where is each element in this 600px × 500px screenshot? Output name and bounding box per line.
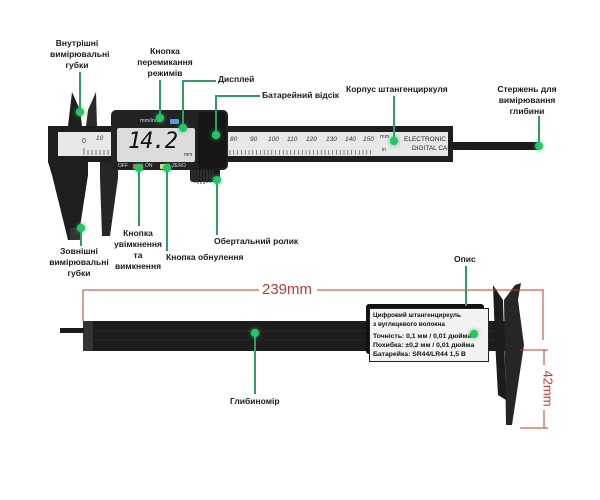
side-beam-end xyxy=(83,321,93,351)
display-value: 14.2 xyxy=(128,129,178,154)
dot-thumb-roller xyxy=(213,176,221,184)
scale-number: 80 xyxy=(230,136,238,143)
scale-number: 150 xyxy=(363,136,374,143)
off-label: OFF xyxy=(118,163,128,169)
label-body: Корпус штангенциркуля xyxy=(346,84,448,94)
mode-label: mm/inch xyxy=(140,118,161,124)
height-dimension-lines xyxy=(520,349,548,429)
inner-jaw-slider xyxy=(86,92,97,126)
label-description: Опис xyxy=(454,254,476,264)
scale-number: 10 xyxy=(96,135,104,142)
brand-line2: DIGITAL CALIPER xyxy=(412,145,467,152)
scale-number: 100 xyxy=(268,136,279,143)
leader-inner-jaws xyxy=(79,72,81,112)
on-label: ON xyxy=(145,163,153,169)
side-jaw-1 xyxy=(493,285,506,400)
dot-depth-rod xyxy=(535,142,543,150)
leader-depth-rod xyxy=(538,116,540,146)
spec-panel: Цифровий штангенциркуль з вуглецевого во… xyxy=(369,308,489,362)
height-dimension: 42mm xyxy=(540,370,556,407)
battery-cover xyxy=(198,112,226,168)
dot-outer-jaws xyxy=(77,224,85,232)
depth-rod xyxy=(453,142,539,150)
dot-zero-button xyxy=(163,164,171,172)
zero-label: ZERO xyxy=(172,163,186,169)
dot-power-button xyxy=(135,164,143,172)
dot-display xyxy=(179,124,187,132)
leader-mode-button xyxy=(159,80,161,118)
spec-title-1: Цифровий штангенциркуль xyxy=(373,312,461,319)
dot-inner-jaws xyxy=(76,108,84,116)
leader-battery-v xyxy=(215,95,217,135)
label-mode-button: Кнопка перемикання режимів xyxy=(137,46,193,78)
dot-battery xyxy=(212,131,220,139)
length-dimension-lines xyxy=(82,289,544,340)
label-inner-jaws: Внутрішні вимірювальні губки xyxy=(50,38,110,70)
leader-description xyxy=(465,266,467,306)
inner-jaw-fixed xyxy=(68,92,82,126)
scale-number: 110 xyxy=(287,136,298,143)
scale-number: 0 xyxy=(82,138,86,145)
outer-jaw-fixed xyxy=(48,162,88,240)
spec-battery: Батарейка: SR44/LR44 1,5 В xyxy=(373,351,466,358)
ruler-ticks xyxy=(83,148,109,155)
lcd-screen xyxy=(117,128,195,162)
scale-number: 140 xyxy=(345,136,356,143)
spec-error: Похибка: ±0,2 мм / 0,01 дюйма xyxy=(373,342,475,349)
leader-power-button xyxy=(138,168,140,226)
label-display: Дисплей xyxy=(218,74,255,84)
dot-description xyxy=(470,330,478,338)
leader-display-v xyxy=(182,80,184,128)
leader-outer-jaws xyxy=(80,226,82,246)
side-jaw-2 xyxy=(504,283,524,425)
leader-depth-gauge xyxy=(254,336,256,394)
scale-ticks xyxy=(229,150,371,155)
mode-button-shape xyxy=(170,119,179,124)
scale-number: 120 xyxy=(306,136,317,143)
label-zero-button: Кнопка обнулення xyxy=(166,252,244,262)
brand-line1: ELECTRONIC xyxy=(404,136,446,143)
label-power-button: Кнопка увімкнення та вимкнення xyxy=(114,228,162,271)
leader-body xyxy=(393,96,395,140)
dot-body xyxy=(390,137,398,145)
dot-depth-gauge xyxy=(251,329,259,337)
leader-battery-h xyxy=(215,95,260,97)
spec-title-2: з вуглецевого волокна xyxy=(373,321,445,328)
leader-display-h xyxy=(182,80,216,82)
scale-number: 130 xyxy=(326,136,337,143)
leader-zero-button xyxy=(166,168,168,251)
scale-unit-in: in xyxy=(382,147,386,153)
outer-jaw-tip xyxy=(70,228,80,240)
scale-unit-mm: mm xyxy=(380,134,390,140)
outer-jaw-slider xyxy=(100,162,118,236)
label-depth-gauge: Глибиномір xyxy=(230,396,280,406)
display-unit: mm xyxy=(184,152,193,158)
side-depth-tail xyxy=(60,328,84,333)
label-depth-rod: Стержень для вимірювання глибини xyxy=(497,84,557,116)
length-dimension: 239mm xyxy=(262,281,313,298)
label-outer-jaws: Зовнішні вимірювальні губки xyxy=(49,246,109,278)
leader-thumb-roller xyxy=(216,180,218,235)
label-battery: Батарейний відсік xyxy=(262,90,340,100)
spec-accuracy: Точність: 0,1 мм / 0,01 дюйма xyxy=(373,333,472,340)
dot-mode-button xyxy=(156,114,164,122)
scale-number: 90 xyxy=(250,136,258,143)
label-thumb-roller: Обертальний ролик xyxy=(214,236,299,246)
